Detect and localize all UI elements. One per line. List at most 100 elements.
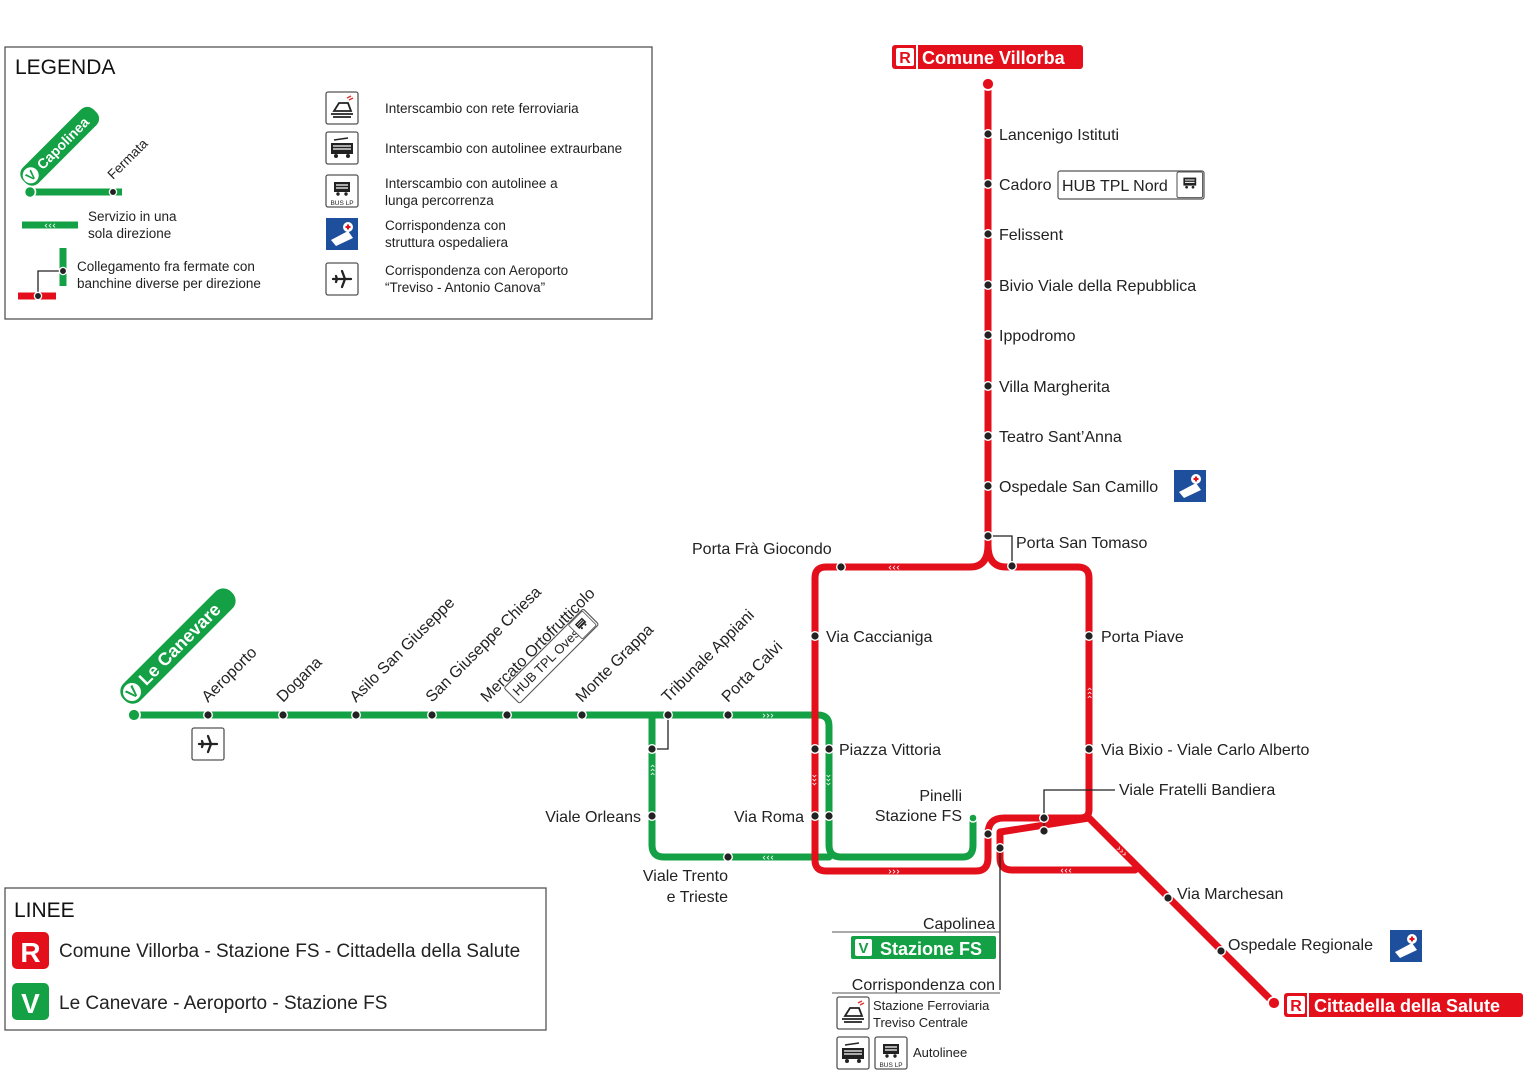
- lines-frame: [4, 887, 547, 1031]
- terminal-villorba-name: Comune Villorba: [922, 48, 1066, 68]
- stop-piazza-vittoria-a[interactable]: [810, 744, 821, 755]
- arrow-stazione: ›››: [888, 867, 900, 878]
- stop-porta-piave[interactable]: [1083, 631, 1094, 642]
- stop-teatro[interactable]: [983, 431, 994, 442]
- stop-felissent[interactable]: [983, 228, 994, 239]
- stop-cadoro[interactable]: [983, 178, 994, 189]
- label-ippodromo: Ippodromo: [999, 328, 1076, 345]
- direction-arrows: ‹‹‹ ››› ‹‹‹ ››› ‹‹‹ ››› ››› ››› ››› ›››: [648, 563, 1130, 878]
- lines-v-text: Le Canevare - Aeroporto - Stazione FS: [59, 993, 387, 1014]
- legend-buslp-label: BUS LP: [330, 200, 353, 207]
- label-via-roma: Via Roma: [734, 809, 804, 826]
- arrow-caccianiga: ›››: [809, 774, 820, 786]
- legend-link-dot-b: [33, 291, 43, 301]
- station-v-letter: V: [858, 940, 868, 957]
- lines-v-badge: [12, 983, 49, 1020]
- lines-r-badge: [12, 932, 49, 969]
- label-via-caccianiga: Via Caccianiga: [826, 629, 933, 646]
- station-info: Capolinea V Stazione FS Corrispondenza c…: [832, 916, 1000, 1070]
- stop-ippodromo[interactable]: [983, 330, 994, 341]
- stop-aeroporto[interactable]: [202, 710, 213, 721]
- stop-san-giuseppe-chiesa[interactable]: [427, 710, 438, 721]
- green-main-track: [130, 711, 977, 861]
- regionale-hospital-icon: [1389, 929, 1423, 963]
- stop-via-roma-a[interactable]: [810, 811, 821, 822]
- terminal-villorba-dot[interactable]: [981, 77, 995, 91]
- arrow-porta-calvi: ›››: [762, 711, 774, 722]
- terminal-cittadella-dot[interactable]: [1267, 996, 1281, 1010]
- lines-title: LINEE: [14, 899, 75, 922]
- stop-porta-calvi[interactable]: [723, 710, 734, 721]
- ring-labels: Porta San Tomaso Porta Frà Giocondo Via …: [692, 535, 1310, 826]
- legend-link-dot-a: [58, 266, 68, 276]
- stop-viale-orleans[interactable]: [647, 811, 658, 822]
- legend-box: LEGENDA V Capolinea Fermata ‹‹‹ Servizio…: [4, 46, 653, 320]
- label-porta-fra-giocondo: Porta Frà Giocondo: [692, 541, 832, 558]
- label-piazza-vittoria: Piazza Vittoria: [839, 742, 941, 759]
- terminal-villorba-badge: R Comune Villorba: [892, 45, 1083, 69]
- stop-asilo-san-giuseppe[interactable]: [351, 710, 362, 721]
- label-felissent: Felissent: [999, 227, 1064, 244]
- arrow-fratelli: ‹‹‹: [1060, 866, 1072, 877]
- connector-tribunale: [652, 716, 669, 750]
- stop-porta-san-tomaso-a[interactable]: [983, 531, 994, 542]
- lines-box: LINEE R Comune Villorba - Stazione FS - …: [4, 887, 547, 1031]
- legend-extra-text: Interscambio con autolinee extraurbane: [385, 141, 622, 156]
- stop-tribunale-appiani[interactable]: [663, 710, 674, 721]
- legend-rail-text: Interscambio con rete ferroviaria: [385, 101, 579, 116]
- stop-porta-fra-giocondo[interactable]: [836, 562, 847, 573]
- station-bus-text: Autolinee: [913, 1045, 967, 1060]
- hub-nord-text: HUB TPL Nord: [1062, 178, 1168, 195]
- legend-air-text-2: “Treviso - Antonio Canova”: [385, 280, 545, 295]
- hospital-icon: [325, 217, 359, 251]
- red-east-track: [984, 541, 1093, 822]
- hub-nord: HUB TPL Nord: [1057, 170, 1205, 200]
- stop-stazione-red-a[interactable]: [983, 829, 994, 840]
- green-line: [130, 711, 977, 861]
- terminal-canevare-dot[interactable]: [127, 708, 141, 722]
- stop-fratelli-b[interactable]: [1038, 826, 1049, 837]
- label-viale-trento-2: e Trieste: [667, 889, 728, 906]
- stop-via-caccianiga[interactable]: [810, 631, 821, 642]
- station-rail-text-1: Stazione Ferroviaria: [873, 998, 990, 1013]
- stop-dogana[interactable]: [278, 710, 289, 721]
- lines-r-letter: R: [20, 937, 40, 968]
- label-porta-san-tomaso: Porta San Tomaso: [1016, 535, 1147, 552]
- station-v-name: Stazione FS: [880, 939, 982, 959]
- stop-san-camillo[interactable]: [983, 481, 994, 492]
- stop-dots: [202, 128, 1226, 957]
- stop-fratelli-a[interactable]: [1038, 813, 1049, 824]
- arrow-orleans: ›››: [648, 764, 659, 776]
- label-via-marchesan: Via Marchesan: [1177, 886, 1283, 903]
- stop-mercato-ortofrutticolo[interactable]: [502, 710, 513, 721]
- bus-icon: [325, 131, 359, 165]
- stop-via-roma-b[interactable]: [824, 811, 835, 822]
- terminal-canevare-name: Le Canevare: [135, 599, 225, 689]
- stop-monte-grappa[interactable]: [577, 710, 588, 721]
- red-north-labels: Lancenigo Istituti Cadoro Felissent Bivi…: [999, 127, 1196, 496]
- stop-via-marchesan[interactable]: [1162, 893, 1173, 904]
- rail-icon: [325, 91, 359, 125]
- airplane-icon: [324, 261, 360, 297]
- stop-stazione-red-b[interactable]: [995, 843, 1006, 854]
- legend-terminal-dot: [23, 185, 37, 199]
- stop-porta-san-tomaso-b[interactable]: [1007, 561, 1018, 572]
- legend-hosp-text-1: Corrispondenza con: [385, 218, 506, 233]
- stop-via-bixio[interactable]: [1083, 744, 1094, 755]
- stop-viale-trento[interactable]: [723, 852, 734, 863]
- stop-tribunale-b[interactable]: [647, 744, 658, 755]
- stop-bivio[interactable]: [983, 280, 994, 291]
- stop-piazza-vittoria-b[interactable]: [824, 744, 835, 755]
- stop-villa-margherita[interactable]: [983, 381, 994, 392]
- legend-link-text-1: Collegamento fra fermate con: [77, 259, 255, 274]
- label-dogana: Dogana: [274, 654, 326, 706]
- arrow-porta-piave: ›››: [1085, 687, 1096, 699]
- legend-link-text-2: banchine diverse per direzione: [77, 276, 261, 291]
- label-pinelli: Pinelli: [919, 788, 962, 805]
- stop-ospedale-regionale[interactable]: [1215, 946, 1226, 957]
- label-teatro: Teatro Sant’Anna: [999, 429, 1122, 446]
- legend-long-text-1: Interscambio con autolinee a: [385, 176, 558, 191]
- terminal-stazione-green-dot[interactable]: [968, 813, 978, 823]
- san-camillo-hospital-icon: [1173, 469, 1207, 503]
- stop-lancenigo[interactable]: [983, 128, 994, 139]
